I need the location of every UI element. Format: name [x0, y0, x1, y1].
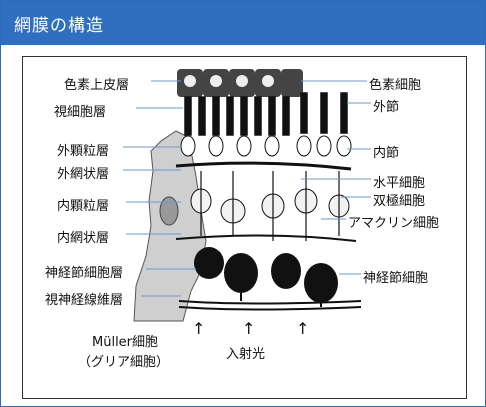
label-incident-light: 入射光	[226, 347, 266, 362]
light-arrow-1: ↑	[192, 319, 206, 338]
label-horizontal-cell: 水平細胞	[373, 176, 426, 191]
label-outer-plexiform: 外網状層	[57, 167, 110, 182]
figure-title: 網膜の構造	[14, 16, 104, 36]
pigment-cells	[177, 69, 303, 97]
label-pigment-cell: 色素細胞	[369, 78, 422, 93]
label-amacrine-cell: アマクリン細胞	[348, 216, 440, 231]
label-inner-plexiform: 内網状層	[57, 231, 110, 246]
bipolar-fibers	[200, 171, 340, 241]
label-photoreceptor-layer: 視細胞層	[54, 105, 107, 120]
label-ganglion-layer: 神経節細胞層	[45, 266, 124, 281]
outer-plexiform-band	[175, 161, 352, 171]
light-arrow-3: ↑	[296, 319, 310, 338]
label-nerve-fiber-layer: 視神経線維層	[45, 293, 124, 308]
nerve-fibers	[178, 293, 362, 311]
inner-plexiform-band	[175, 234, 357, 242]
inner-segments	[180, 135, 352, 157]
label-outer-nuclear: 外顆粒層	[57, 144, 110, 159]
light-arrow-2: ↑	[242, 319, 256, 338]
label-inner-nuclear: 内顆粒層	[57, 199, 110, 214]
label-ganglion-cell: 神経節細胞	[363, 271, 429, 286]
photoreceptors	[184, 92, 348, 136]
label-glial-cell: （グリア細胞）	[78, 355, 170, 370]
muller-cell-shape	[133, 130, 207, 322]
label-outer-segment: 外節	[373, 100, 400, 115]
ganglion-cells	[194, 247, 338, 303]
label-bipolar-cell: 双極細胞	[373, 194, 426, 209]
label-muller-cell: Müller細胞	[92, 335, 159, 350]
inner-nuclear-cells	[190, 188, 350, 224]
leader-lines	[123, 80, 371, 297]
label-inner-segment: 内節	[373, 146, 400, 161]
label-pigment-epithelium: 色素上皮層	[64, 78, 130, 93]
muller-nucleus	[159, 196, 179, 226]
title-bar: 網膜の構造	[1, 1, 485, 45]
